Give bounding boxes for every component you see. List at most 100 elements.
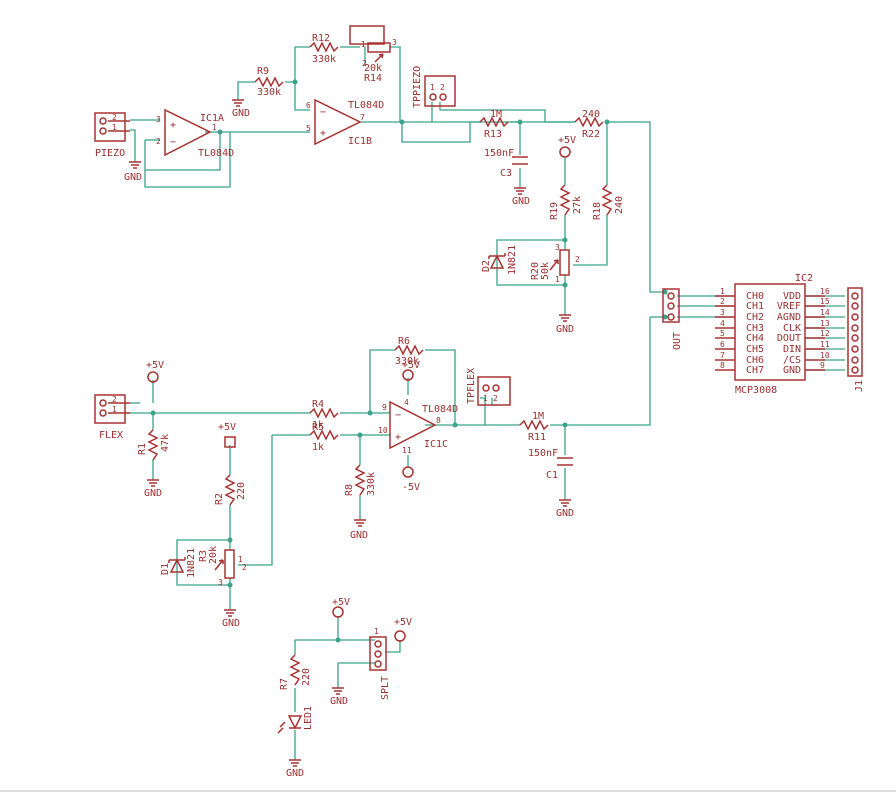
- resistor-r4[interactable]: R4 1k: [309, 399, 339, 431]
- supply-plus5v: +5V: [394, 617, 412, 642]
- svg-text:3: 3: [392, 38, 397, 47]
- svg-text:10: 10: [378, 426, 388, 435]
- svg-text:C1: C1: [546, 470, 558, 481]
- svg-text:47k: 47k: [160, 434, 171, 452]
- svg-text:GND: GND: [286, 768, 304, 779]
- svg-text:3: 3: [218, 578, 223, 587]
- ic1c-type: TL084D: [422, 404, 458, 415]
- svg-text:+5V: +5V: [558, 135, 576, 146]
- gnd-symbol: GND: [556, 314, 574, 335]
- piezo-connector[interactable]: 2 1 PIEZO: [94, 112, 130, 159]
- adc-pin-name: GND: [783, 365, 801, 376]
- gnd-symbol: GND: [124, 161, 142, 183]
- ic2-label: IC2: [795, 273, 813, 284]
- gnd-symbol: GND: [222, 609, 240, 629]
- adc-pin-name: AGND: [777, 312, 801, 323]
- adc-pin-number: 9: [820, 361, 825, 370]
- flex-label: FLEX: [99, 430, 123, 441]
- svg-text:GND: GND: [222, 618, 240, 629]
- resistor-r22[interactable]: 240 R22: [574, 109, 604, 140]
- svg-text:C3: C3: [500, 168, 512, 179]
- svg-text:GND: GND: [124, 172, 142, 183]
- resistor-r9[interactable]: R9 330k: [254, 66, 284, 98]
- ic1c-label: IC1C: [424, 439, 448, 450]
- svg-text:1: 1: [483, 394, 488, 403]
- svg-text:+: +: [320, 128, 326, 139]
- svg-text:1k: 1k: [312, 420, 324, 431]
- flex-connector[interactable]: 2 1 FLEX: [94, 394, 130, 441]
- svg-text:330k: 330k: [312, 54, 336, 65]
- adc-pin-name: CH6: [746, 355, 764, 366]
- header-j1[interactable]: J1: [847, 287, 865, 392]
- svg-text:27k: 27k: [572, 196, 583, 214]
- potentiometer-r20[interactable]: 3 2 1 R20 50k: [530, 243, 580, 284]
- gnd-symbol: GND: [350, 519, 368, 541]
- svg-text:5: 5: [306, 124, 311, 133]
- svg-text:D2: D2: [481, 260, 492, 272]
- svg-text:R9: R9: [257, 66, 269, 77]
- potentiometer-r3[interactable]: 1 2 3 R3 20k: [198, 546, 247, 587]
- supply-plus5v: +5V: [218, 422, 236, 448]
- svg-text:GND: GND: [556, 508, 574, 519]
- opamp-ic1c[interactable]: − + 9 10 8 4 11 TL084D IC1C: [378, 398, 458, 455]
- pin-label: 1: [112, 123, 117, 132]
- svg-text:R19: R19: [549, 202, 560, 220]
- svg-text:150nF: 150nF: [484, 148, 514, 159]
- led-led1[interactable]: LED1: [277, 706, 314, 734]
- resistor-r12[interactable]: R12 330k: [309, 33, 339, 65]
- adc-pin-number: 2: [720, 297, 725, 306]
- potentiometer-r14[interactable]: 1 3 2 20k R14: [349, 25, 397, 84]
- mcp-type: MCP3008: [735, 385, 777, 396]
- testpoint-tppiezo[interactable]: 1 2 TPPIEZO: [412, 66, 456, 108]
- resistor-r7[interactable]: R7 220: [279, 654, 312, 690]
- opamp-ic1a[interactable]: + − 3 2 1 IC1A TL084D: [156, 108, 234, 159]
- svg-text:150nF: 150nF: [528, 448, 558, 459]
- svg-text:6: 6: [306, 101, 311, 110]
- adc-pin-name: /CS: [783, 355, 801, 366]
- testpoint-tpflex[interactable]: 1 2 TPFLEX: [466, 368, 511, 406]
- svg-text:220: 220: [236, 482, 247, 500]
- resistor-r1[interactable]: R1 47k: [137, 429, 171, 461]
- resistor-r8[interactable]: R8 330k: [344, 464, 377, 496]
- svg-text:GND: GND: [232, 108, 250, 119]
- svg-text:2: 2: [575, 255, 580, 264]
- svg-text:8: 8: [436, 416, 441, 425]
- zener-d2[interactable]: D2 1N821: [481, 245, 518, 275]
- svg-text:R2: R2: [214, 493, 225, 505]
- splt-connector[interactable]: 1 SPLT: [369, 627, 391, 700]
- capacitor-c1[interactable]: 150nF C1: [528, 448, 573, 481]
- svg-text:R7: R7: [279, 678, 290, 690]
- resistor-r6[interactable]: R6 330k: [394, 336, 424, 367]
- gnd-symbol: GND: [512, 187, 530, 207]
- svg-text:+: +: [170, 120, 176, 131]
- adc-pin-number: 5: [720, 329, 725, 338]
- adc-pin-name: DOUT: [777, 333, 801, 344]
- svg-text:1: 1: [238, 555, 243, 564]
- zener-d1[interactable]: D1 1N821: [160, 548, 197, 578]
- resistor-r13[interactable]: 1M R13: [479, 109, 509, 140]
- resistor-r11[interactable]: 1M R11: [519, 411, 549, 443]
- out-connector[interactable]: OUT: [662, 288, 683, 350]
- adc-mcp3008[interactable]: IC2 MCP3008: [734, 273, 813, 396]
- svg-text:GND: GND: [330, 696, 348, 707]
- svg-text:1N821: 1N821: [186, 548, 197, 578]
- resistor-r18[interactable]: R18 240: [592, 184, 625, 220]
- adc-pin-name: VREF: [777, 301, 801, 312]
- svg-text:R5: R5: [312, 422, 324, 433]
- capacitor-c3[interactable]: 150nF C3: [484, 148, 528, 179]
- svg-text:GND: GND: [144, 488, 162, 499]
- resistor-r2[interactable]: R2 220: [214, 474, 247, 506]
- junctions: [150, 79, 668, 643]
- svg-text:240: 240: [582, 109, 600, 120]
- adc-pin-number: 14: [820, 308, 830, 317]
- opamp-ic1b[interactable]: − + 6 5 7 TL084D IC1B: [306, 98, 384, 147]
- adc-pin-name: CLK: [783, 323, 801, 334]
- adc-pin-number: 12: [820, 329, 830, 338]
- resistor-r19[interactable]: R19 27k: [549, 184, 583, 220]
- adc-pin-number: 6: [720, 340, 725, 349]
- resistor-r5[interactable]: R5 1k: [309, 422, 339, 453]
- svg-text:+5V: +5V: [402, 360, 420, 371]
- svg-text:2: 2: [493, 394, 498, 403]
- adc-pin-number: 13: [820, 319, 830, 328]
- gnd-symbol: GND: [144, 479, 162, 499]
